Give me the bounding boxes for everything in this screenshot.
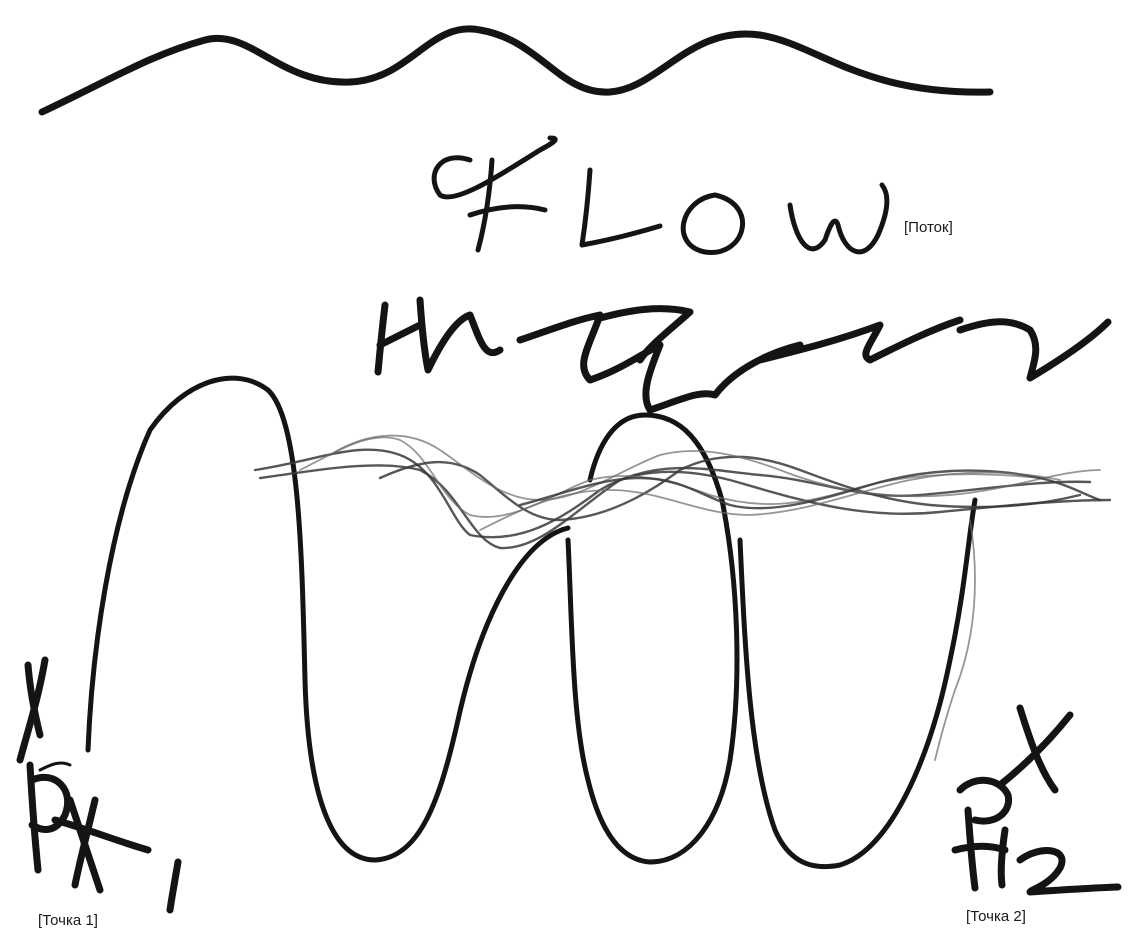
scribble-line (378, 300, 1108, 410)
top-wave-line (42, 29, 990, 112)
point-2-caption: [Точка 2] (966, 908, 1026, 925)
flow-handwritten-word (434, 138, 887, 252)
left-big-loop (88, 378, 568, 860)
point-1-mark (20, 660, 178, 910)
flow-translation-caption: [Поток] (904, 219, 953, 236)
pencil-wave-strands (255, 436, 1110, 760)
point-2-mark (955, 708, 1118, 892)
point-1-caption: [Точка 1] (38, 912, 98, 929)
middle-big-loop (568, 415, 737, 862)
right-big-loop (740, 500, 975, 867)
